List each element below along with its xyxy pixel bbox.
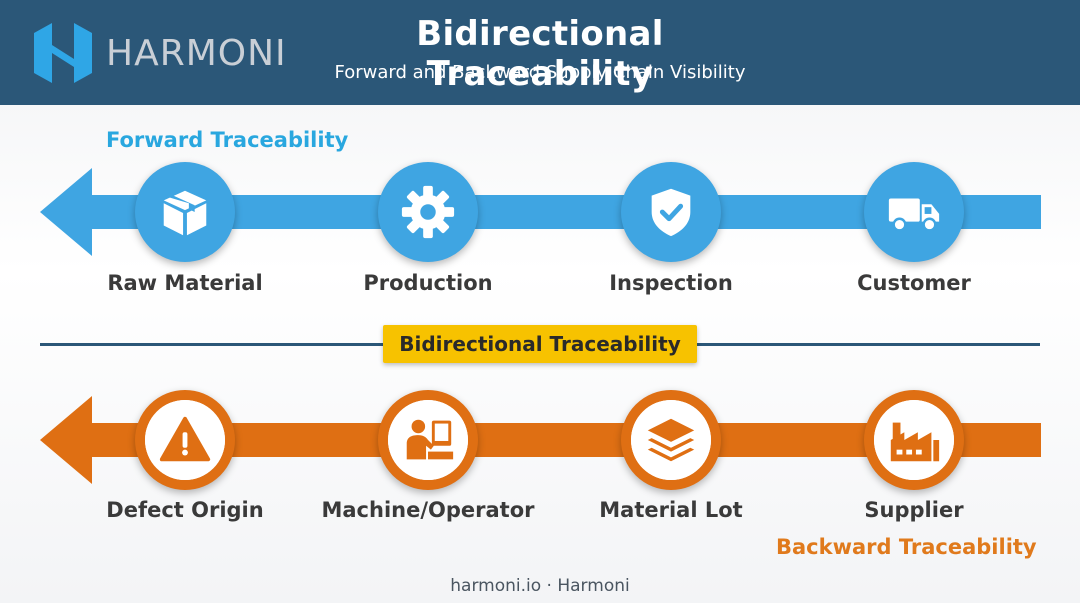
customer-node (864, 162, 964, 262)
machine-operator-node (378, 390, 478, 490)
shield-check-icon (651, 188, 691, 237)
truck-icon (888, 198, 940, 232)
raw-material-node (135, 162, 235, 262)
material-lot-node (621, 390, 721, 490)
page-title: Bidirectional Traceability (416, 14, 664, 94)
supplier-label: Supplier (864, 498, 964, 522)
harmoni-logo: HARMONI (28, 14, 298, 92)
backward-traceability-label: Backward Traceability (776, 535, 1037, 559)
harmoni-logo-icon (34, 23, 92, 83)
supplier-node (864, 390, 964, 490)
footer-text: harmoni.io · Harmoni (450, 576, 630, 596)
warning-icon (159, 416, 211, 462)
inspection-label: Inspection (609, 271, 733, 295)
customer-label: Customer (857, 271, 971, 295)
factory-icon (890, 422, 940, 462)
machine-operator-node-inner (388, 400, 468, 480)
gear-icon (401, 185, 455, 239)
bidirectional-badge: Bidirectional Traceability (383, 325, 697, 363)
inspection-node (621, 162, 721, 262)
header-bar: HARMONI Bidirectional Traceability Forwa… (0, 0, 1080, 105)
page-subtitle: Forward and Backward Supply Chain Visibi… (334, 62, 746, 83)
supplier-node-inner (874, 400, 954, 480)
machine-operator-label: Machine/Operator (321, 498, 535, 522)
box-icon (163, 190, 207, 236)
material-lot-node-inner (631, 400, 711, 480)
raw-material-label: Raw Material (107, 271, 263, 295)
forward-traceability-label: Forward Traceability (106, 128, 349, 152)
defect-origin-label: Defect Origin (106, 498, 264, 522)
defect-origin-node-inner (145, 400, 225, 480)
defect-origin-node (135, 390, 235, 490)
layers-icon (647, 418, 695, 462)
production-label: Production (363, 271, 493, 295)
material-lot-label: Material Lot (599, 498, 743, 522)
production-node (378, 162, 478, 262)
operator-icon (406, 419, 454, 460)
logo-text: HARMONI (106, 32, 287, 74)
